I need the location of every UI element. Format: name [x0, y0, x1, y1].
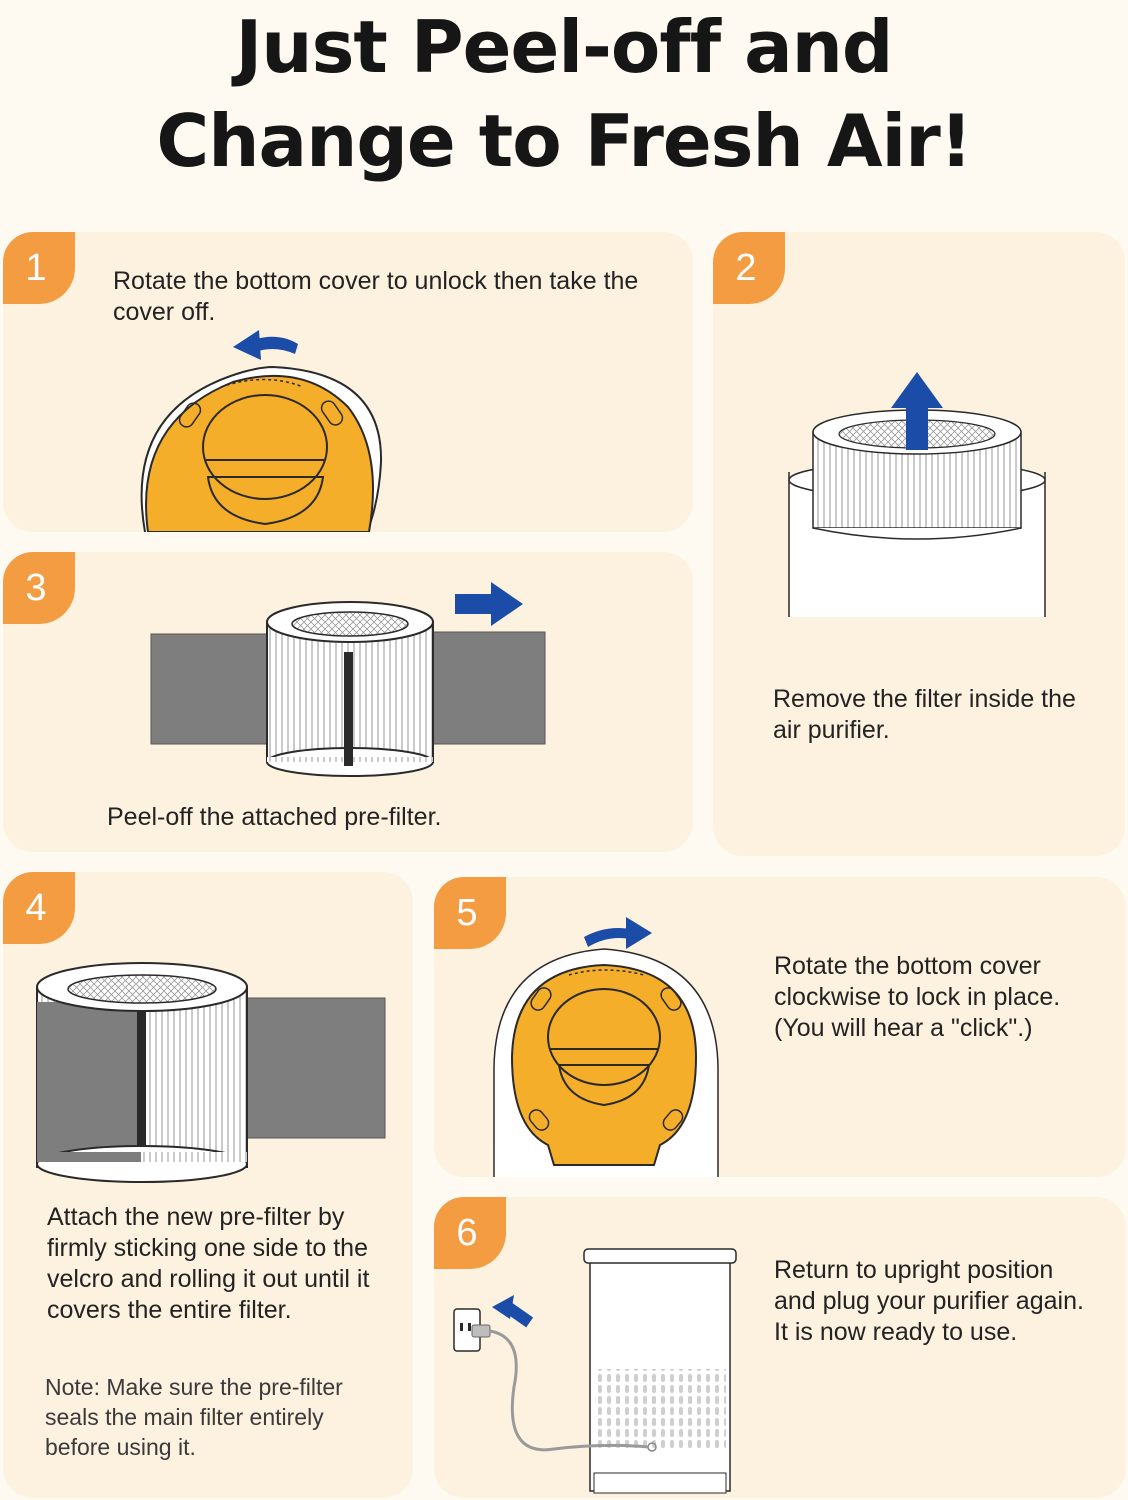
attach-prefilter-illustration [36, 962, 386, 1183]
step-1-badge: 1 [3, 232, 75, 304]
step-4-text: Attach the new pre-filter by firmly stic… [47, 1203, 370, 1324]
step-6-card: 6 Return to upright position and plug yo… [434, 1197, 1126, 1498]
step-1-text: Rotate the bottom cover to unlock then t… [113, 267, 639, 326]
purifier-bottom-cover-illustration [140, 330, 383, 532]
step-4-note: Note: Make sure the pre-filter seals the… [45, 1374, 343, 1460]
rotate-counterclockwise-arrow-icon [233, 330, 298, 360]
step-6-badge: 6 [434, 1197, 506, 1269]
step-6-text: Return to upright position and plug your… [774, 1256, 1084, 1346]
page-title: Just Peel-off and Change to Fresh Air! [0, 0, 1128, 188]
step-3-card: 3 Peel-off the attached pre-filter. [3, 552, 693, 852]
step-1-card: 1 Rotate the bottom cover to unlock then… [3, 232, 693, 532]
lock-cover-illustration [493, 917, 719, 1177]
plug-in-purifier-illustration [453, 1248, 737, 1494]
title-line-1: Just Peel-off and [235, 5, 894, 89]
arrow-right-icon [455, 582, 523, 626]
rotate-clockwise-arrow-icon [584, 917, 652, 949]
step-5-badge: 5 [434, 877, 506, 949]
step-3-badge: 3 [3, 552, 75, 624]
step-2-text: Remove the filter inside the air purifie… [773, 685, 1076, 744]
remove-filter-illustration [788, 372, 1046, 617]
step-5-card: 5 Rotate the bottom cover clockwise to l… [434, 877, 1126, 1177]
title-line-2: Change to Fresh Air! [156, 99, 972, 183]
step-4-card: 4 Attach the new pre-filter by firmly st… [3, 872, 413, 1498]
step-5-text: Rotate the bottom cover clockwise to loc… [774, 952, 1061, 1042]
step-2-card: 2 Remove the filter inside the air purif… [713, 232, 1125, 856]
step-3-text: Peel-off the attached pre-filter. [107, 803, 442, 831]
arrow-up-icon [891, 372, 943, 450]
arrow-plug-in-icon [492, 1295, 534, 1328]
peel-prefilter-illustration [150, 582, 546, 777]
step-2-badge: 2 [713, 232, 785, 304]
step-4-badge: 4 [3, 872, 75, 944]
